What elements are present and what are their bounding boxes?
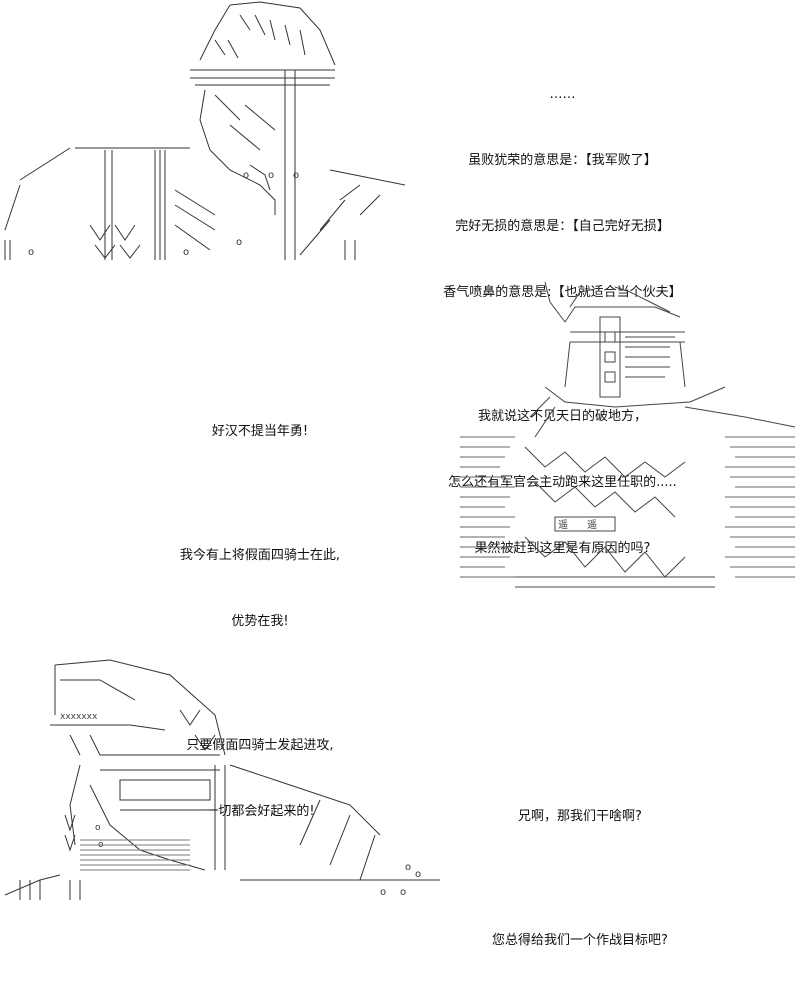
dialogue-line: …… [549, 87, 576, 102]
comic-panel-3: xxxxxxx o o o o o [0, 650, 800, 948]
armored-soldier-ascii-art: o o o o o o [0, 0, 410, 265]
svg-text:o: o [415, 869, 421, 880]
dialogue-line: 果然被赶到这里是有原因的吗? [474, 541, 651, 556]
svg-text:o: o [95, 823, 101, 833]
svg-text:o: o [236, 237, 242, 248]
dialogue-line: 香气喷鼻的意思是:【也就适合当个伙夫】 [443, 285, 682, 300]
dialogue-line: 虽败犹荣的意思是：【我军败了】 [468, 153, 657, 168]
svg-text:o: o [183, 247, 189, 258]
panel-2-dialogue: 好汉不提当年勇! 我今有上将假面四骑士在此, 优势在我! 只要假面四骑士发起进攻… [140, 377, 380, 867]
dialogue-line: 好汉不提当年勇! [211, 424, 309, 439]
dialogue-line: 您总得给我们一个作战目标吧? [492, 933, 668, 948]
panel-1-dialogue: …… 虽败犹荣的意思是：【我军败了】 完好无损的意思是：【自己完好无损】 香气喷… [420, 40, 705, 604]
svg-text:o: o [28, 247, 34, 258]
dialogue-line: 一切都会好起来的! [205, 804, 315, 819]
dialogue-gap [455, 872, 705, 886]
dialogue-line: 我今有上将假面四骑士在此, [179, 548, 341, 563]
svg-text:遥: 遥 [558, 518, 568, 531]
horned-commander-ascii-art: 遥 遥 [455, 277, 800, 597]
helmeted-soldier-ascii-art: xxxxxxx o o o o o [0, 655, 445, 900]
panel-3-dialogue: 兄啊，那我们干啥啊? 您总得给我们一个作战目标吧? [455, 762, 705, 996]
svg-text:o: o [293, 170, 299, 181]
dialogue-gap [140, 487, 380, 501]
svg-text:xxxxxxx: xxxxxxx [60, 712, 98, 722]
dialogue-line: 兄啊，那我们干啥啊? [518, 809, 642, 824]
comic-panel-1: o o o o o o …… 虽败犹荣的意思是：【我军败了】 完好无损的意思是：… [0, 0, 800, 556]
comic-panel-2: 好汉不提当年勇! 我今有上将假面四骑士在此, 优势在我! 只要假面四骑士发起进攻… [0, 272, 800, 819]
dialogue-line: 优势在我! [231, 614, 289, 629]
dialogue-line: 怎么还有军官会主动跑来这里任职的..... [448, 475, 677, 490]
svg-text:o: o [243, 170, 249, 181]
svg-text:o: o [268, 170, 274, 181]
dialogue-line: 完好无损的意思是：【自己完好无损】 [455, 219, 670, 234]
svg-text:o: o [405, 862, 411, 873]
svg-text:o: o [400, 887, 406, 898]
svg-text:遥: 遥 [587, 518, 597, 531]
dialogue-line: 我就说这不见天日的破地方， [477, 409, 647, 424]
svg-text:o: o [380, 887, 386, 898]
